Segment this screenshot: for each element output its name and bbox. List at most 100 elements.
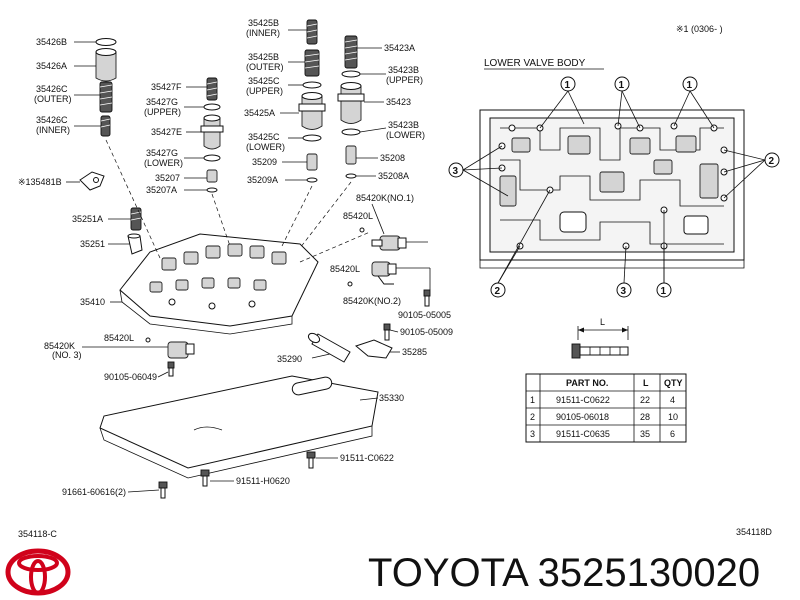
label-35425B-inner: 35425B (248, 18, 279, 28)
label-35427E: 35427E (151, 127, 182, 137)
svg-text:2: 2 (530, 412, 535, 422)
label-35251: 35251 (80, 239, 105, 249)
label-85420L-c: 85420L (104, 333, 134, 343)
label-outer-2: (OUTER) (246, 62, 284, 72)
label-35330: 35330 (379, 393, 404, 403)
label-35425B-outer: 35425B (248, 52, 279, 62)
ring-35425C-upper (302, 81, 322, 89)
footer-left-code: 354118-C (18, 529, 57, 539)
spring-35423A (344, 35, 358, 69)
table-row: 3 91511-C0635 35 6 (530, 429, 675, 439)
label-35423B-upper: 35423B (388, 65, 419, 75)
label-35208A: 35208A (378, 171, 409, 181)
svg-text:35: 35 (640, 429, 650, 439)
bolt-90105-05005 (423, 289, 431, 307)
table-row: 1 91511-C0622 22 4 (530, 395, 675, 405)
callout-1-top-a: 1 (539, 76, 585, 129)
label-35208: 35208 (380, 153, 405, 163)
label-90105-05009: 90105-05009 (400, 327, 453, 337)
label-91511-H0620: 91511-H0620 (236, 476, 290, 486)
callout-1-top-b: 1 (614, 76, 641, 129)
callout-1-bottom: 1 (656, 210, 672, 298)
solenoid-85420K-no3 (167, 341, 195, 359)
label-35207A: 35207A (146, 185, 177, 195)
bolt-90105-06049 (167, 361, 175, 377)
spring-35425B-outer (304, 49, 320, 77)
label-35207: 35207 (155, 173, 180, 183)
svg-text:2: 2 (769, 156, 775, 167)
bolt-90105-05009 (383, 323, 391, 341)
bracket-35481B (79, 171, 105, 191)
svg-text:1: 1 (530, 395, 535, 405)
brand-text: TOYOTA 3525130020 (368, 551, 760, 595)
plug-35207 (206, 169, 218, 193)
label-35427F: 35427F (151, 82, 182, 92)
label-35427G-upper: 35427G (146, 97, 178, 107)
label-35410: 35410 (80, 297, 105, 307)
svg-text:22: 22 (640, 395, 650, 405)
ring-35427G-upper (203, 103, 221, 111)
ring-35423B-lower (341, 128, 361, 136)
toyota-logo-icon (5, 548, 71, 596)
bracket-35285 (354, 339, 393, 359)
label-90105-05005: 90105-05005 (398, 310, 451, 320)
table-header-part-no: PART NO. (566, 378, 608, 388)
callout-2-bottom-a: 2 (490, 189, 551, 298)
svg-text:3: 3 (453, 166, 459, 177)
svg-text:4: 4 (670, 395, 675, 405)
callout-3-left: 3 (448, 145, 509, 197)
label-35251A: 35251A (72, 214, 103, 224)
label-85420K-no2: 85420K(NO.2) (343, 296, 401, 306)
label-35285: 35285 (402, 347, 427, 357)
clip-35209A (306, 177, 318, 183)
callout-1-top-c: 1 (673, 76, 715, 129)
bolt-91661-60616 (158, 481, 168, 499)
lower-valve-body-title: LOWER VALVE BODY (484, 58, 586, 69)
valve-35425A (301, 95, 323, 130)
plunger-35251 (127, 233, 143, 255)
svg-text:1: 1 (687, 80, 693, 91)
svg-text:28: 28 (640, 412, 650, 422)
spring-35425B-inner (306, 19, 318, 45)
clip-85420L-c (145, 337, 151, 343)
label-lower-1: (LOWER) (246, 142, 285, 152)
label-35425C-lower: 35425C (248, 132, 280, 142)
label-outer-1: (OUTER) (34, 94, 72, 104)
svg-text:3: 3 (530, 429, 535, 439)
spring-35426C-inner (100, 115, 111, 137)
label-35426C-inner: 35426C (36, 115, 68, 125)
plug-35208 (345, 145, 357, 165)
solenoid-85420K-no1 (371, 235, 407, 251)
bolt-dimension-sketch (571, 326, 629, 359)
label-35423A: 35423A (384, 43, 415, 53)
label-90105-06049: 90105-06049 (104, 372, 157, 382)
label-35425C-upper: 35425C (248, 76, 280, 86)
label-35481B: ※135481B (18, 177, 62, 187)
callout-3-bottom: 3 (616, 245, 632, 298)
svg-text:2: 2 (495, 286, 501, 297)
bolt-91511-C0622 (306, 451, 316, 469)
upper-valve-body-35410 (119, 233, 319, 335)
clip-35208A (345, 173, 357, 179)
label-inner-2: (INNER) (246, 28, 280, 38)
label-85420L-a: 85420L (343, 211, 373, 221)
label-35425A: 35425A (244, 108, 275, 118)
svg-text:90105-06018: 90105-06018 (556, 412, 609, 422)
footer-right-code: 354118D (736, 527, 772, 537)
label-35426C-outer: 35426C (36, 84, 68, 94)
table-header-l: L (643, 378, 649, 388)
label-85420K-no1: 85420K(NO.1) (356, 193, 414, 203)
svg-text:6: 6 (670, 429, 675, 439)
svg-text:1: 1 (619, 80, 625, 91)
label-inner-1: (INNER) (36, 125, 70, 135)
label-upper-1: (UPPER) (246, 86, 283, 96)
clip-85420L-b (347, 281, 353, 287)
label-35426B: 35426B (36, 37, 67, 47)
label-91661-60616: 91661-60616(2) (62, 487, 126, 497)
callout-2-right: 2 (723, 149, 780, 199)
label-35423: 35423 (386, 97, 411, 107)
header-note: ※1 (0306- ) (676, 24, 723, 34)
label-35209: 35209 (252, 157, 277, 167)
spring-35427F (206, 77, 218, 101)
